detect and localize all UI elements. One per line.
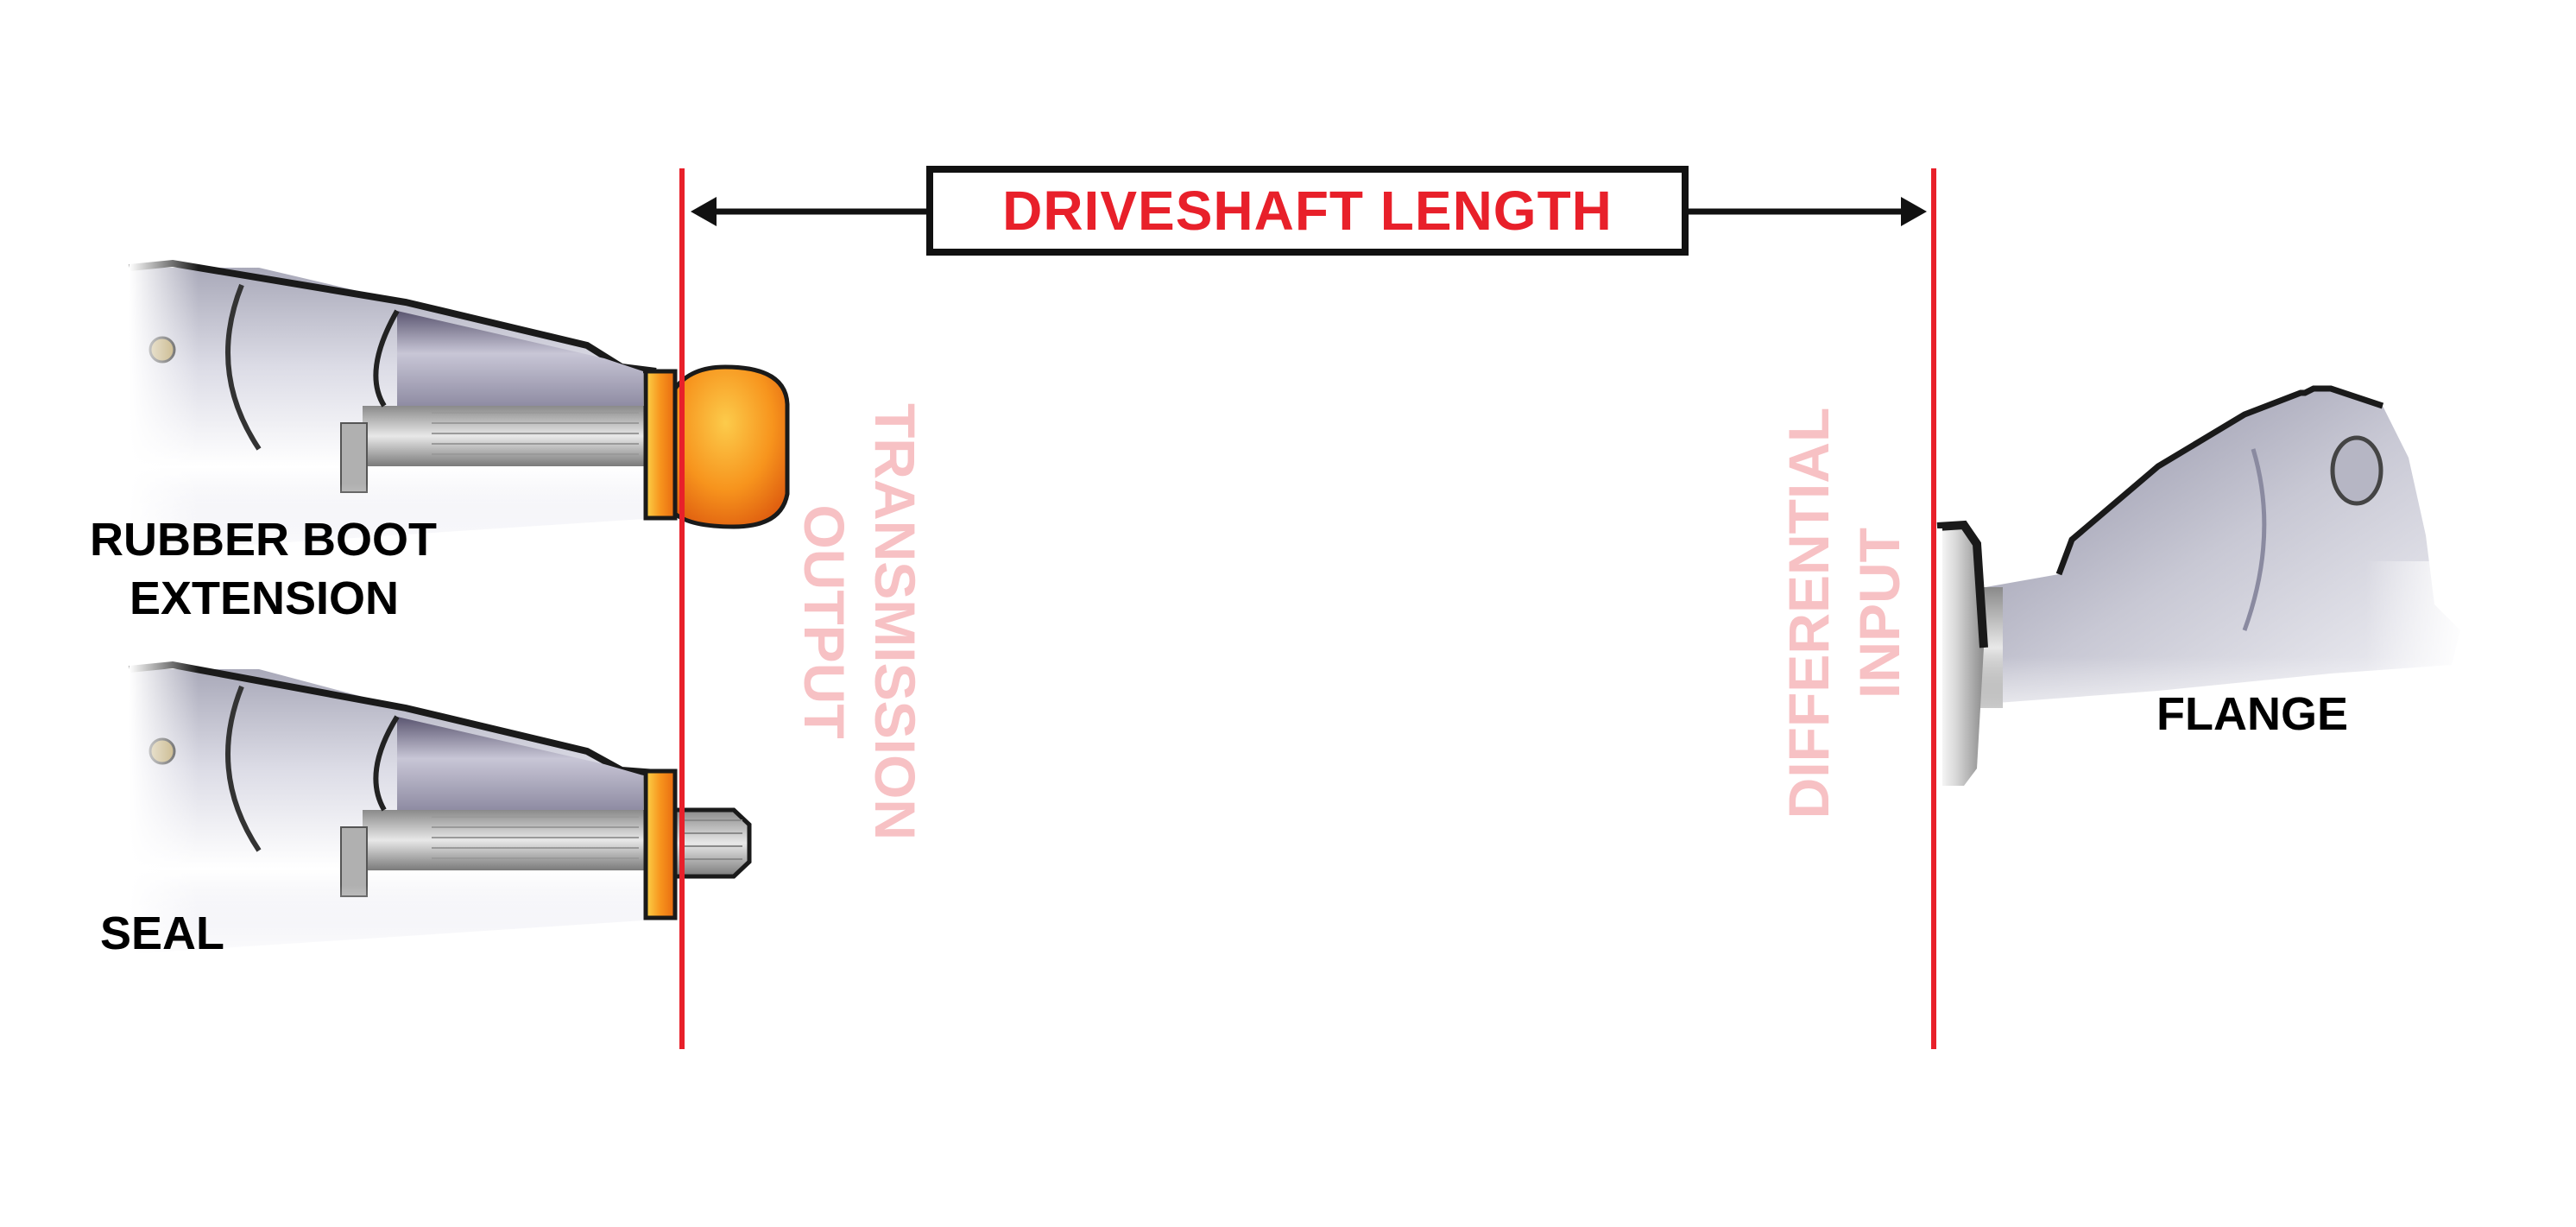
transmission-seal [129, 661, 752, 971]
transmission-rubber-boot [129, 259, 790, 570]
transmission-output-line2: OUTPUT [792, 504, 856, 739]
transmission-output-line1: TRANSMISSION [863, 402, 927, 841]
differential-flange [1925, 385, 2469, 786]
differential-input-label: DIFFERENTIAL INPUT [1777, 363, 1918, 863]
rubber-boot-label-line2: EXTENSION [129, 572, 400, 624]
transmission-output-label: TRANSMISSION OUTPUT [786, 371, 927, 872]
arrowhead-left [691, 197, 717, 226]
seal-label: SEAL [100, 908, 225, 959]
dimension-label-box [926, 166, 1689, 256]
rubber-boot-label-line1: RUBBER BOOT [90, 514, 437, 566]
differential-input-line2: INPUT [1847, 528, 1911, 699]
arrowhead-right [1901, 197, 1927, 226]
flange-label: FLANGE [2156, 688, 2348, 740]
driveshaft-length-label: DRIVESHAFT LENGTH [1002, 180, 1613, 242]
differential-input-line1: DIFFERENTIAL [1777, 407, 1840, 819]
